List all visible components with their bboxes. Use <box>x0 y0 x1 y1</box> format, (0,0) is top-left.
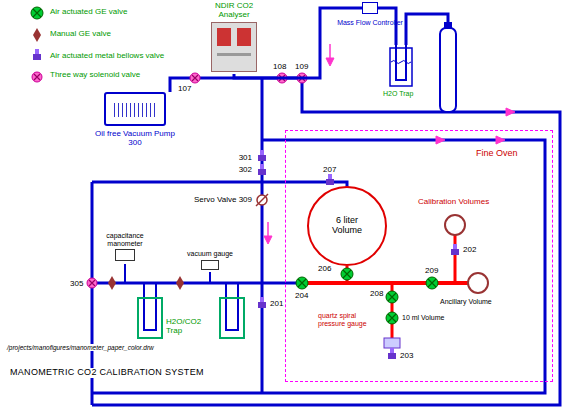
ancillary-volume <box>468 273 488 293</box>
file-path: /projects/manofigures/manometer_paper_co… <box>6 344 155 351</box>
dewar <box>138 298 162 338</box>
node-text: vacuum gauge <box>187 250 233 258</box>
coolant <box>391 61 411 64</box>
volume-circle: 6 liter Volume <box>307 186 387 266</box>
trap-label: H2O/CO2 Trap <box>166 318 214 336</box>
gauge-head <box>201 260 219 270</box>
node-text: 300 <box>128 139 141 148</box>
gas-cylinder <box>440 28 456 112</box>
dewar <box>390 48 412 86</box>
group-label: Calibration Volumes <box>418 198 489 207</box>
calibration-volume <box>445 215 465 235</box>
node-text: NDIR CO2 Analyser <box>204 2 264 20</box>
flow-arrows <box>264 44 515 244</box>
valve-number: 208 <box>370 290 383 299</box>
analyser-box: NDIR CO2 Analyser <box>204 2 264 74</box>
trap-tubes <box>125 45 406 330</box>
gauge-box: vacuum gauge <box>185 250 235 274</box>
cylinder-regulator <box>444 22 452 28</box>
valve-number: 203 <box>400 352 413 361</box>
quartz-gauge <box>384 338 400 348</box>
valve-number: 109 <box>295 63 308 72</box>
controller-body <box>362 2 378 14</box>
vacuum-lines <box>92 8 560 405</box>
valve-number: 207 <box>323 166 336 175</box>
node-text: Mass Flow Controller <box>337 19 403 27</box>
legend-text: Three way solenoid valve <box>50 71 140 80</box>
valve-number: 302 <box>239 166 252 175</box>
valve-number: 305 <box>70 280 83 289</box>
valve-number: 209 <box>425 267 438 276</box>
pump-body <box>104 92 166 126</box>
legend-text: Air actuated metal bellows valve <box>50 52 164 61</box>
valve-label: Servo Valve 309 <box>194 196 252 205</box>
trap-label: H2O Trap <box>383 90 413 98</box>
node-text: 6 liter Volume <box>320 216 374 236</box>
part-label: Ancillary Volume <box>440 298 492 306</box>
manometer-box: capacitance manometer <box>97 232 153 266</box>
node-text: Fine Oven <box>476 149 518 159</box>
analyser-cabinet <box>211 22 257 72</box>
flow-controller-box: Mass Flow Controller <box>335 2 405 38</box>
pump-box: Oil free Vacuum Pump300 <box>75 92 195 154</box>
valve-number: 202 <box>463 246 476 255</box>
valve-number: 206 <box>318 265 331 274</box>
part-label: quartz spiral pressure gauge <box>318 312 380 327</box>
legend-text: Air actuated GE valve <box>50 8 127 17</box>
node-text: capacitance manometer <box>97 232 153 247</box>
valve-number: 107 <box>178 85 191 94</box>
node-text: Oil free Vacuum Pump <box>95 130 175 139</box>
valve-number: 204 <box>295 292 308 301</box>
valve-number: 201 <box>270 300 283 309</box>
valve-symbols <box>31 7 459 359</box>
dewar <box>220 298 244 338</box>
manometer-head <box>115 249 135 261</box>
caption: MANOMETRIC CO2 CALIBRATION SYSTEM <box>8 368 206 378</box>
part-label: 10 ml Volume <box>402 314 444 322</box>
legend-text: Manual GE valve <box>50 30 111 39</box>
valve-number: 108 <box>273 63 286 72</box>
valve-number: 301 <box>239 154 252 163</box>
